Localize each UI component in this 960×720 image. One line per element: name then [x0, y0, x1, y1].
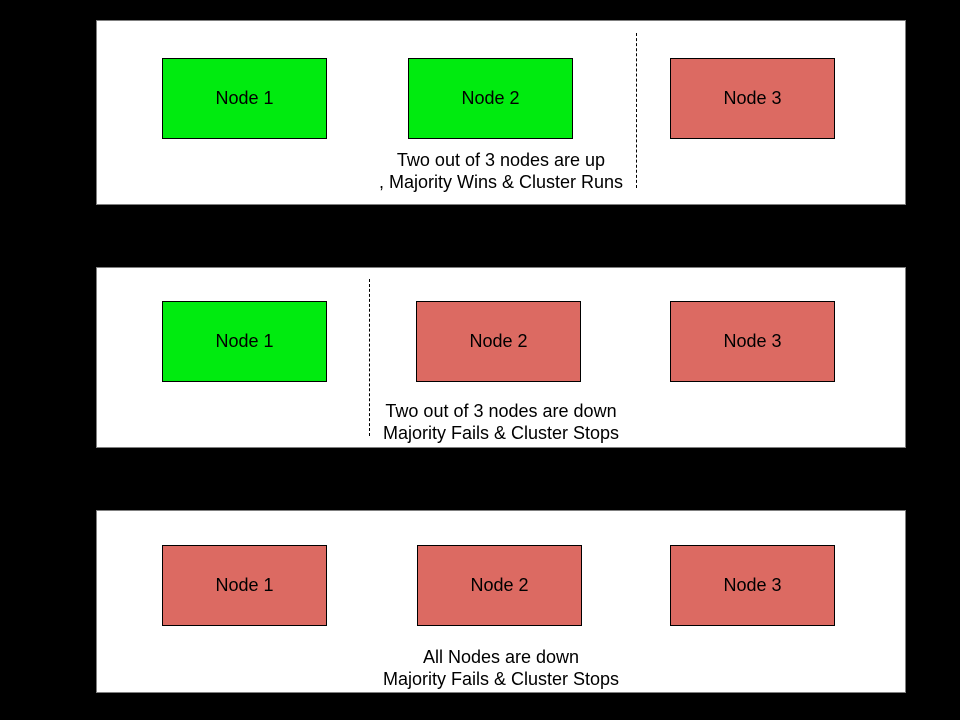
node-box: Node 3	[670, 58, 835, 139]
node-box: Node 1	[162, 58, 327, 139]
node-box: Node 2	[408, 58, 573, 139]
node-label: Node 1	[215, 88, 274, 108]
caption-line-2: Majority Fails & Cluster Stops	[382, 423, 620, 443]
panel-caption: Two out of 3 nodes are up, Majority Wins…	[97, 149, 905, 193]
node-label: Node 2	[469, 331, 528, 351]
partition-divider-dashed-line	[636, 33, 637, 188]
caption-line-1: Two out of 3 nodes are up	[396, 150, 606, 170]
caption-line-1: Two out of 3 nodes are down	[385, 401, 617, 421]
node-box: Node 3	[670, 545, 835, 626]
scenario-panel-two-up: Node 1 Node 2 Node 3 Two out of 3 nodes …	[96, 20, 906, 205]
node-box: Node 2	[416, 301, 581, 382]
node-box: Node 1	[162, 301, 327, 382]
partition-divider-dashed-line	[369, 279, 370, 436]
node-box: Node 1	[162, 545, 327, 626]
node-label: Node 1	[215, 575, 274, 595]
caption-line-1: All Nodes are down	[422, 647, 580, 667]
node-label: Node 3	[723, 88, 782, 108]
node-label: Node 3	[723, 331, 782, 351]
node-box: Node 3	[670, 301, 835, 382]
scenario-panel-two-down: Node 1 Node 2 Node 3 Two out of 3 nodes …	[96, 267, 906, 448]
node-label: Node 1	[215, 331, 274, 351]
node-box: Node 2	[417, 545, 582, 626]
node-label: Node 2	[470, 575, 529, 595]
caption-line-2: Majority Fails & Cluster Stops	[382, 669, 620, 689]
node-label: Node 3	[723, 575, 782, 595]
node-label: Node 2	[461, 88, 520, 108]
caption-line-2: , Majority Wins & Cluster Runs	[378, 172, 624, 192]
